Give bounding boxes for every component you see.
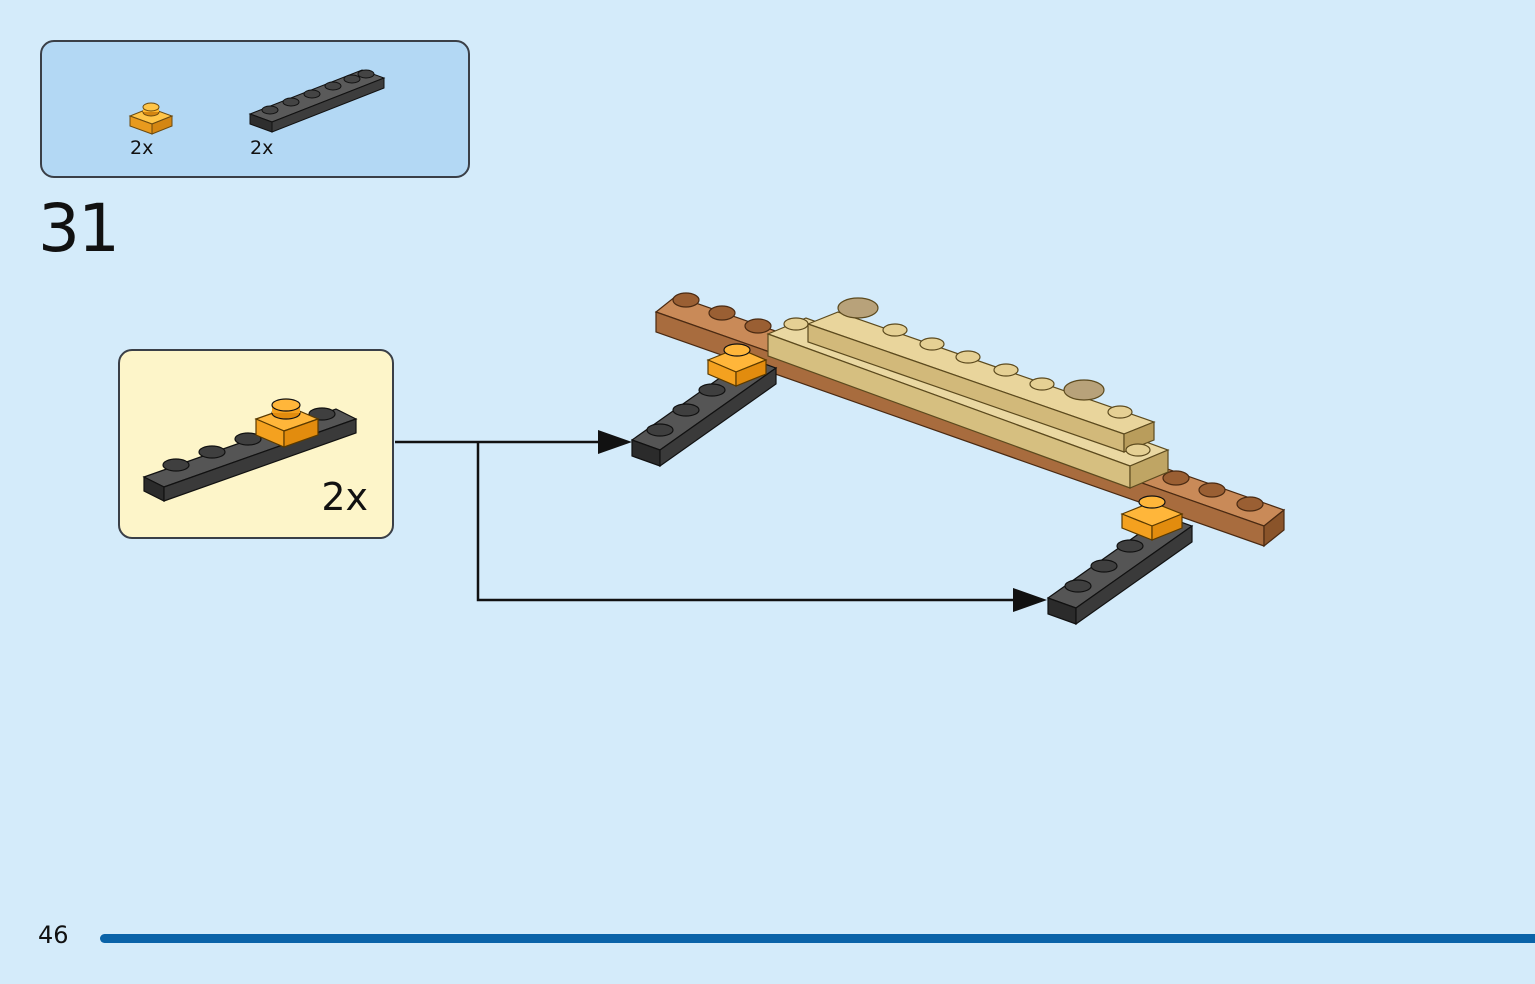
step-number: 31: [38, 190, 120, 267]
subassembly-plate-icon: [142, 398, 358, 502]
subassembly-quantity: 2x: [321, 475, 368, 519]
dark-grey-plate-1x6-icon: [248, 69, 386, 133]
subassembly-box: 2x: [118, 349, 394, 539]
part-quantity-orange: 2x: [130, 137, 154, 159]
arrow-head-left: [598, 430, 632, 454]
placement-arrows: [395, 440, 1015, 602]
arrow-head-right: [1013, 588, 1047, 612]
orange-plate-1x1-icon: [128, 102, 174, 135]
tan-plate-stack: [766, 297, 1170, 489]
part-orange-plate: [126, 98, 176, 138]
attached-grey-plate-right: [1046, 495, 1194, 626]
part-dark-grey-plate: [248, 64, 388, 136]
part-quantity-dark-grey: 2x: [250, 137, 274, 159]
attached-grey-plate-left: [630, 343, 778, 468]
page-footer-rule: [100, 934, 1535, 943]
parts-list-box: 2x 2x: [40, 40, 470, 178]
page-number: 46: [38, 921, 69, 949]
